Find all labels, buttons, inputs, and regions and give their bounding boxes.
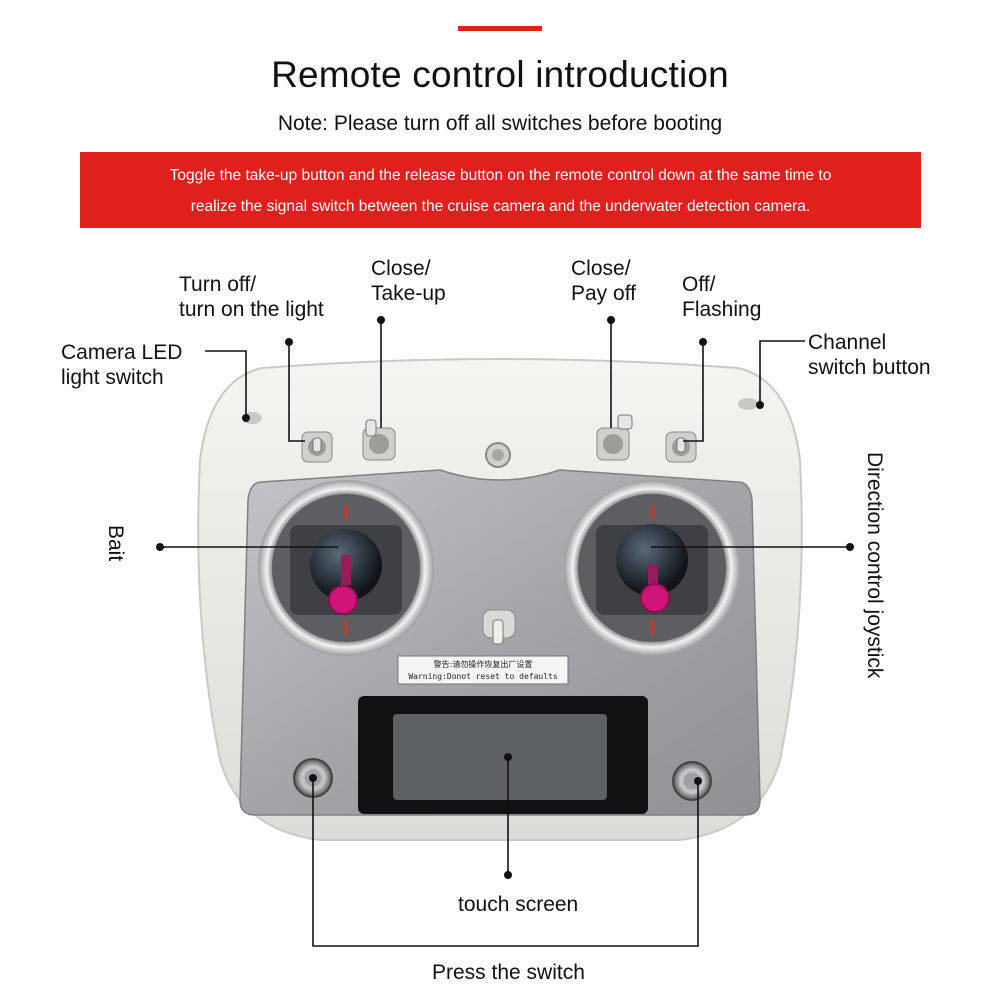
label-camera-led-line-2: light switch [61, 366, 164, 389]
warning-sticker [397, 655, 569, 685]
toggle-switch-payoff[interactable] [596, 414, 633, 461]
label-close-payoff-line-1: Close/ [571, 257, 631, 280]
banner-line-2: realize the signal switch between the cr… [190, 198, 811, 215]
label-bait: Bait [104, 525, 127, 562]
toggle-switch-takeup[interactable] [362, 419, 396, 461]
label-light-toggle: Turn off/ turn on the light [179, 272, 324, 322]
label-touch-screen: touch screen [458, 893, 579, 916]
callout-dots [156, 316, 854, 879]
toggle-switch-flashing[interactable] [665, 431, 697, 463]
instruction-banner: Toggle the take-up button and the releas… [80, 152, 921, 228]
callout-press-switch [312, 778, 699, 947]
right-side-dial [738, 398, 758, 410]
label-off-flashing-line-2: Flashing [682, 298, 762, 321]
top-accent-rule [458, 26, 542, 31]
label-channel-switch-line-1: Channel [808, 331, 887, 354]
label-off-flashing-line-1: Off/ [682, 273, 716, 296]
left-joystick-gimbal[interactable] [258, 480, 434, 656]
label-close-takeup-line-1: Close/ [371, 257, 431, 280]
label-camera-led: Camera LED light switch [61, 340, 182, 390]
label-direction-joystick: Direction control joystick [863, 452, 886, 679]
callout-flashing [683, 342, 704, 442]
label-camera-led-line-1: Camera LED [61, 341, 183, 364]
label-light-toggle-line-1: Turn off/ [179, 273, 257, 296]
banner-line-1: Toggle the take-up button and the releas… [169, 167, 832, 184]
press-switch-right[interactable] [672, 761, 712, 801]
label-close-takeup: Close/ Take-up [371, 256, 446, 306]
callout-channel [759, 340, 805, 405]
touch-screen-display[interactable] [393, 714, 607, 800]
callout-light [288, 342, 305, 442]
label-close-takeup-line-2: Take-up [371, 282, 446, 305]
callout-camera-led [205, 350, 247, 418]
label-close-payoff: Close/ Pay off [571, 256, 636, 306]
label-close-payoff-line-2: Pay off [571, 282, 636, 305]
label-channel-switch-line-2: switch button [808, 356, 931, 379]
callout-lines [160, 320, 850, 947]
warning-line-1: 警告:请勿操作恢复出厂设置 [434, 659, 533, 669]
warning-line-2: Warning:Donot reset to defaults [408, 672, 557, 681]
label-channel-switch: Channel switch button [808, 330, 931, 380]
toggle-switch-light[interactable] [301, 431, 333, 463]
right-joystick-gimbal[interactable] [564, 480, 740, 656]
label-light-toggle-line-2: turn on the light [179, 298, 324, 321]
center-lever[interactable] [482, 609, 516, 645]
label-press-switch: Press the switch [432, 961, 585, 984]
label-off-flashing: Off/ Flashing [682, 272, 761, 322]
boot-note: Note: Please turn off all switches befor… [277, 112, 723, 135]
page-title: Remote control introduction [271, 54, 729, 95]
